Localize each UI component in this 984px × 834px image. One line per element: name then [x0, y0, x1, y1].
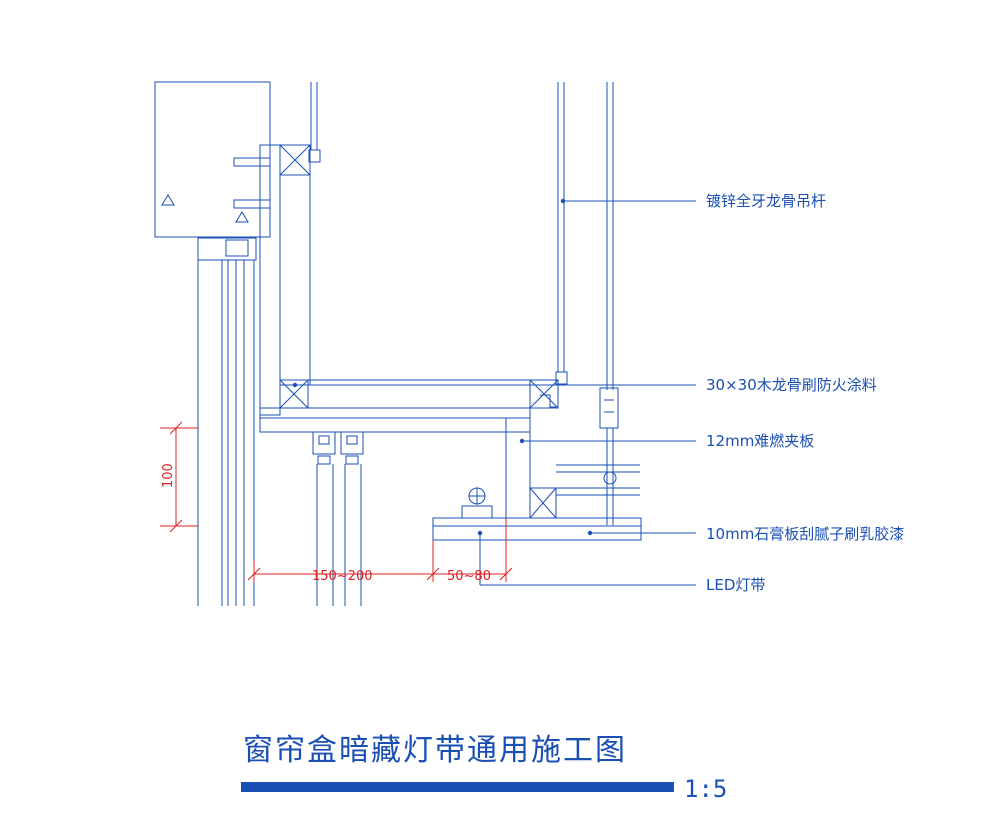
callout-wood-keel: 30×30木龙骨刷防火涂料 — [706, 376, 877, 394]
drawing-scale: 1:5 — [684, 775, 727, 803]
dimension-height-label: 100 — [161, 463, 176, 488]
expansion-bolts — [233, 157, 271, 209]
wood-keel-vertical — [279, 144, 311, 386]
dimension-height — [160, 421, 198, 533]
dimension-width — [247, 518, 513, 582]
callout-hanger-rod: 镀锌全牙龙骨吊杆 — [706, 192, 826, 210]
gypsum-ceiling — [432, 517, 642, 541]
hanger-rods — [308, 82, 619, 525]
drawing-title: 窗帘盒暗藏灯带通用施工图 — [243, 733, 627, 768]
curtain-tracks — [312, 431, 364, 606]
plywood-horizontal — [259, 407, 531, 433]
dimension-width-b: 50~80 — [447, 569, 491, 584]
wood-keel-horizontal — [279, 379, 559, 409]
title-underline — [241, 782, 674, 792]
led-fixture — [461, 487, 493, 519]
plywood-vertical — [259, 144, 281, 416]
window-frame — [197, 237, 257, 606]
callout-led: LED灯带 — [706, 576, 765, 594]
concrete-beam — [154, 81, 271, 238]
callout-plywood: 12mm难燃夹板 — [706, 432, 814, 450]
callout-leaders — [292, 198, 696, 586]
light-cove-plywood — [505, 394, 640, 519]
dimension-width-a: 150~200 — [312, 569, 373, 584]
callout-gypsum: 10mm石膏板刮腻子刷乳胶漆 — [706, 525, 904, 543]
